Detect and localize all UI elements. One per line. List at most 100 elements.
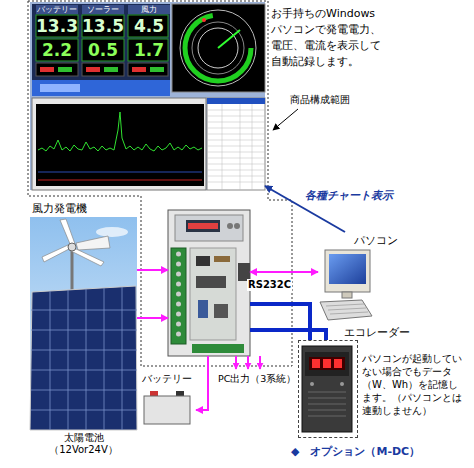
- controller-unit: [176, 292, 181, 297]
- controller-unit: [190, 248, 236, 340]
- battery: バッテリー: [140, 372, 196, 426]
- option-device: ◆ オプション（M-DC）: [298, 340, 358, 438]
- software-screenshot: [172, 4, 265, 92]
- connector-label: RS232C: [247, 279, 292, 291]
- controller-unit: [196, 256, 210, 266]
- software-screenshot: [30, 2, 265, 190]
- software-screenshot: [58, 67, 72, 72]
- software-screenshot: [32, 98, 206, 190]
- output-wires: [247, 356, 249, 369]
- m-dc-device: [334, 359, 342, 368]
- m-dc-device: [310, 382, 314, 386]
- wind-solar-photo: [76, 236, 110, 250]
- connector: [250, 330, 326, 340]
- controller-unit: [171, 248, 186, 344]
- panel-heading: バッテリー: [37, 5, 77, 14]
- wind-solar-photo: [96, 227, 128, 237]
- software-screenshot: [207, 98, 265, 104]
- option-heading: ◆ オプション（M-DC）: [291, 445, 420, 458]
- controller-unit: [168, 210, 250, 356]
- output-wires: [259, 356, 261, 369]
- wind-turbine: 風力発電機: [30, 217, 137, 290]
- controller-unit: [176, 272, 181, 277]
- computer-icon: [320, 300, 372, 320]
- meter-value: 0.5: [88, 39, 118, 61]
- software-screenshot: [32, 4, 170, 96]
- output-wires: [235, 356, 237, 369]
- controller-unit: [234, 223, 240, 229]
- scope-callout: 商品構成範囲: [290, 94, 350, 106]
- software-screenshot: [207, 98, 265, 190]
- controller-unit: [168, 210, 250, 356]
- meter-value: 4.5: [134, 15, 164, 37]
- controller-unit: [214, 304, 228, 318]
- software-screenshot: [185, 15, 251, 81]
- panel-heading: 風力: [141, 5, 157, 14]
- software-screenshot: [132, 67, 146, 72]
- software-screenshot: [150, 67, 164, 72]
- software-screenshot: [30, 2, 265, 190]
- controller-unit: [196, 276, 226, 288]
- wind-solar-photo: [30, 286, 137, 430]
- connector-label: 各種チャート表示: [304, 189, 394, 202]
- m-dc-device: [340, 382, 344, 386]
- controller-unit: [188, 223, 218, 229]
- controller-unit: [176, 322, 181, 327]
- m-dc-device: [302, 346, 352, 432]
- software-screenshot: [36, 63, 78, 76]
- wind-solar-photo: [68, 243, 76, 251]
- controller-unit: [176, 302, 181, 307]
- software-screenshot: [36, 104, 204, 186]
- battery-icon: [150, 391, 158, 396]
- controller-unit: [214, 256, 230, 262]
- connector: [137, 317, 168, 319]
- software-screenshot: [128, 63, 168, 76]
- software-screenshot: [82, 63, 124, 76]
- software-screenshot: [128, 39, 168, 61]
- software-screenshot: [38, 112, 202, 151]
- computer-icon: [329, 254, 366, 284]
- software-screenshot: [104, 67, 118, 72]
- software-screenshot: [218, 30, 240, 48]
- computer-icon: [320, 250, 372, 320]
- part-heading: パソコン: [354, 234, 398, 247]
- m-dc-device: [305, 352, 349, 376]
- computer-icon: [326, 304, 368, 314]
- computer-icon: [325, 250, 370, 292]
- software-screenshot: [36, 39, 78, 61]
- controller-unit: [192, 344, 244, 353]
- connector: [196, 356, 208, 410]
- wind-solar-photo: [30, 217, 137, 430]
- product-name: エコレーダー: [344, 326, 410, 339]
- battery-icon: [176, 391, 184, 396]
- controller-unit: [186, 220, 220, 232]
- software-screenshot: [82, 5, 124, 14]
- software-screenshot: [40, 84, 80, 92]
- wind-solar-photo: [30, 217, 137, 430]
- software-screenshot: [38, 180, 202, 181]
- software-screenshot: [36, 5, 78, 14]
- solar-panel: 太陽電池（12Vor24V）: [30, 292, 137, 430]
- controller-unit: [198, 300, 208, 318]
- software-screenshot: [36, 15, 78, 37]
- controller-unit: [176, 312, 181, 317]
- m-dc-device: [312, 359, 320, 368]
- m-dc-device: [309, 357, 345, 370]
- part-heading: 太陽電池（12Vor24V）: [40, 432, 127, 456]
- software-screenshot: [128, 15, 168, 37]
- controller-unit: [176, 262, 181, 267]
- scope-pointer: [273, 109, 298, 130]
- meter-value: 13.5: [82, 15, 124, 37]
- panel-heading: ソーラー: [87, 5, 119, 14]
- part-heading: 風力発電機: [32, 202, 87, 215]
- computer: パソコンエコレーダー: [318, 232, 410, 342]
- software-screenshot: [82, 15, 124, 37]
- computer-icon: [342, 292, 352, 298]
- m-dc-device: [308, 392, 346, 416]
- controller-unit: [176, 282, 181, 287]
- meter-value: 13.3: [36, 15, 78, 37]
- wind-solar-photo: [31, 287, 137, 430]
- output-label: PC出力（3系統）: [218, 373, 296, 384]
- wind-solar-photo: [71, 248, 104, 266]
